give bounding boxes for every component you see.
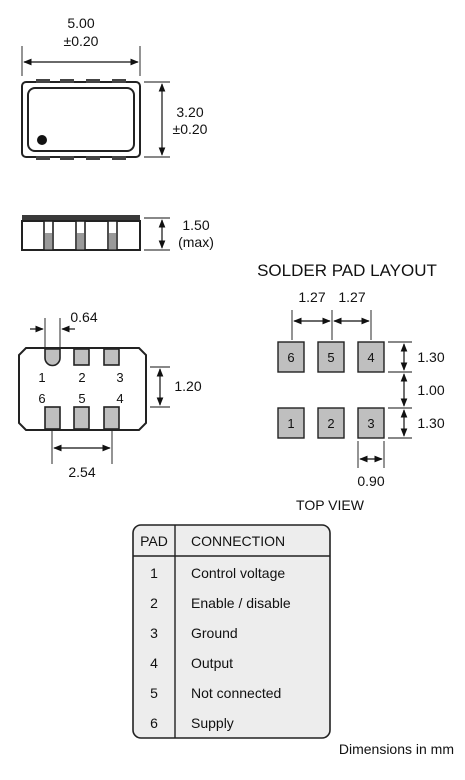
units-note: Dimensions in mm	[339, 741, 454, 757]
pin-table-connection-5: Not connected	[191, 685, 281, 701]
solder-pad-layout: SOLDER PAD LAYOUT 1.27 1.27 6 5 4 1 2 3 …	[257, 261, 445, 513]
pin-table-frame	[132, 524, 331, 739]
width-tolerance: ±0.20	[64, 33, 99, 49]
side-view: 1.50 (max)	[21, 215, 214, 251]
solder-pad-label-2: 2	[327, 416, 334, 431]
pin-label-5: 5	[78, 391, 85, 406]
solder-pad-label-5: 5	[327, 350, 334, 365]
solder-pad-label-4: 4	[367, 350, 374, 365]
solder-pad-width-value: 0.90	[357, 473, 384, 489]
castellation-bottom-3	[86, 156, 100, 160]
pin-table-pad-6: 6	[150, 715, 158, 731]
pin-table-connection-6: Supply	[191, 715, 234, 731]
solder-pad-1	[277, 407, 305, 439]
pin-table-header-connection: CONNECTION	[191, 533, 285, 549]
pad-height-value: 1.20	[174, 378, 201, 394]
pitch-value: 2.54	[68, 464, 95, 480]
pin-table-pad-1: 1	[150, 565, 158, 581]
row-height-top-value: 1.30	[417, 349, 444, 365]
side-terminal-2-fill	[77, 233, 84, 249]
top-view: 5.00 ±0.20 3.20 ±0.20	[21, 15, 208, 160]
pin-table-connection-1: Control voltage	[191, 565, 285, 581]
row-gap-value: 1.00	[417, 382, 444, 398]
pin-table-header-pad: PAD	[140, 533, 168, 549]
pad-1-notched	[44, 348, 61, 367]
pin-label-1: 1	[38, 370, 45, 385]
pin-label-6: 6	[38, 391, 45, 406]
castellation-top-3	[86, 79, 100, 83]
solder-pad-label-3: 3	[367, 416, 374, 431]
height-tolerance: ±0.20	[173, 121, 208, 137]
castellation-bottom-4	[112, 156, 126, 160]
pin-table-pad-2: 2	[150, 595, 158, 611]
pin-table-connection-4: Output	[191, 655, 233, 671]
pad-3	[103, 348, 120, 366]
pin1-marker-dot	[37, 135, 47, 145]
pin-table-connection-3: Ground	[191, 625, 238, 641]
solder-pad-3	[357, 407, 385, 439]
pin-label-4: 4	[116, 391, 123, 406]
castellation-top-2	[60, 79, 74, 83]
pin-label-3: 3	[116, 370, 123, 385]
package-body-top	[21, 81, 141, 158]
height-value: 3.20	[176, 104, 203, 120]
pad-pitch-left-value: 1.27	[298, 289, 325, 305]
solder-pad-5	[317, 341, 345, 373]
thickness-note: (max)	[178, 234, 214, 250]
pad-4	[103, 406, 120, 430]
pin-table-pad-3: 3	[150, 625, 158, 641]
side-terminal-3-fill	[109, 233, 116, 249]
solder-pad-label-6: 6	[287, 350, 294, 365]
pad-pitch-right-value: 1.27	[338, 289, 365, 305]
pin-table-connection-2: Enable / disable	[191, 595, 291, 611]
solder-pad-6	[277, 341, 305, 373]
width-value: 5.00	[67, 15, 94, 31]
castellation-bottom-1	[36, 156, 50, 160]
solder-layout-title: SOLDER PAD LAYOUT	[257, 261, 437, 280]
castellation-top-1	[36, 79, 50, 83]
castellation-top-4	[112, 79, 126, 83]
pad-5	[73, 406, 90, 430]
package-lid	[27, 87, 135, 152]
side-terminal-1-fill	[45, 233, 52, 249]
bottom-view: 0.64 1 2 3 6 5 4 1.20 2.54	[18, 309, 202, 480]
side-lid	[22, 215, 140, 221]
top-view-caption: TOP VIEW	[296, 497, 365, 513]
thickness-value: 1.50	[182, 217, 209, 233]
pin-table-pad-5: 5	[150, 685, 158, 701]
pad-2	[73, 348, 90, 366]
solder-pad-2	[317, 407, 345, 439]
pin-label-2: 2	[78, 370, 85, 385]
row-height-bottom-value: 1.30	[417, 415, 444, 431]
pin-table-pad-4: 4	[150, 655, 158, 671]
pad-width-value: 0.64	[70, 309, 97, 325]
solder-pad-label-1: 1	[287, 416, 294, 431]
pad-6	[44, 406, 61, 430]
solder-pad-4	[357, 341, 385, 373]
castellation-bottom-2	[60, 156, 74, 160]
pin-table: PAD CONNECTION 1 Control voltage 2 Enabl…	[132, 524, 331, 739]
